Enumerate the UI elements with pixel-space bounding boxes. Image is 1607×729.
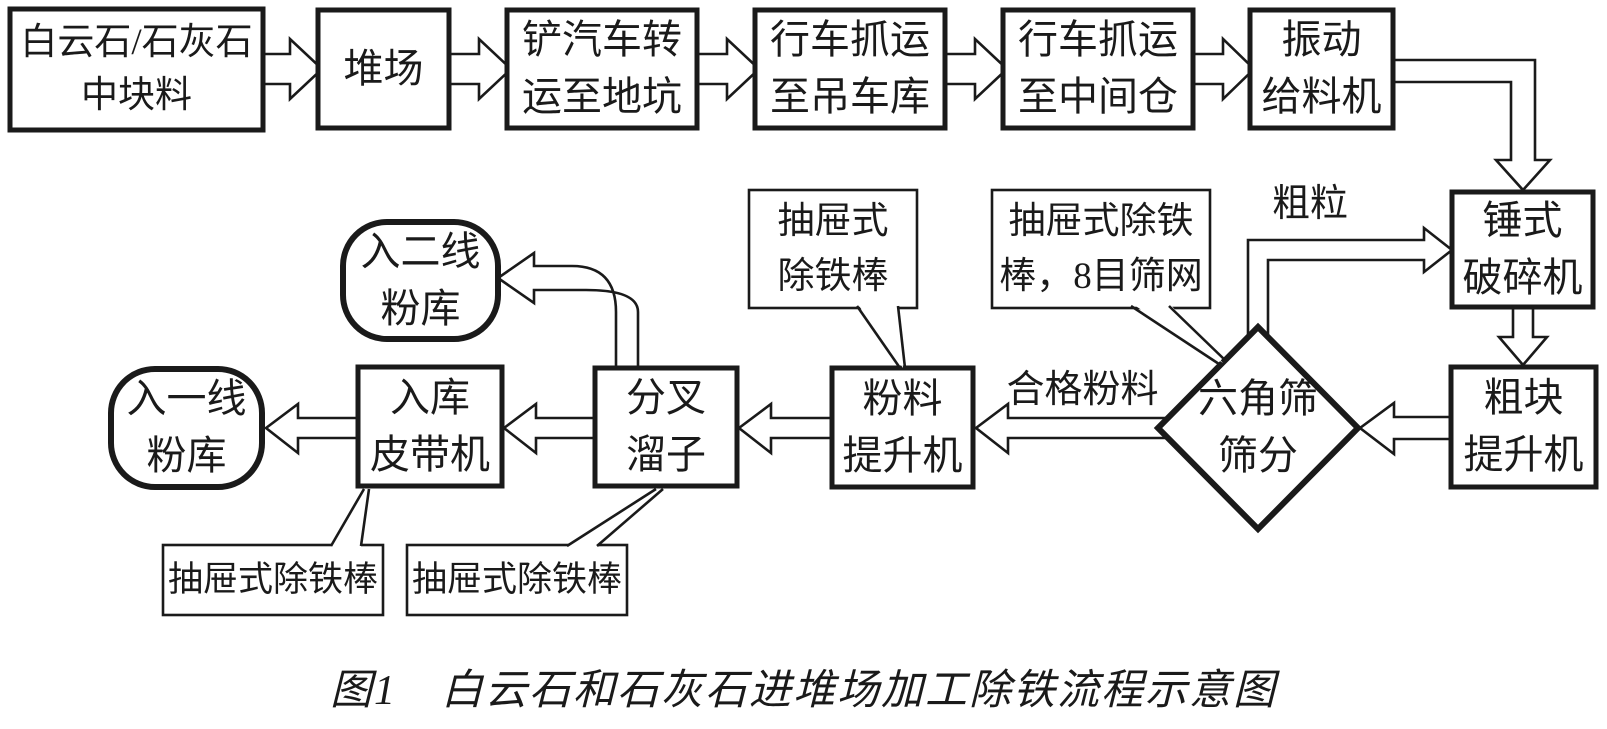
arrow-crusher-to-coarse-elevator: [1496, 301, 1550, 367]
arrow-powder-elevator-to-chute: [736, 401, 838, 456]
node-vibrating-feeder: [1247, 7, 1396, 131]
node-crane-to-bin: [1000, 7, 1196, 131]
node-raw-material: [7, 6, 266, 133]
callout-powder-elevator-note: [747, 188, 919, 310]
callout-tail-powder-elevator: [857, 303, 903, 368]
arrow-raw-to-stockyard: [259, 35, 324, 103]
node-hammer-crusher: [1449, 189, 1596, 310]
callout-hex-screen-note: [990, 188, 1212, 310]
node-line1-silo: [108, 366, 265, 490]
node-crane-to-garage: [752, 7, 948, 131]
arrow-crane2-to-feeder: [1189, 35, 1256, 103]
arrow-stockyard-to-shovel: [445, 35, 513, 103]
node-hex-screen-diamond: [1153, 322, 1363, 534]
node-stockyard: [315, 7, 452, 131]
callout-chute-note: [405, 543, 629, 617]
node-line2-silo: [340, 219, 501, 342]
callout-tail-line: [596, 488, 664, 547]
arrow-coarse-elevator-to-screen: [1357, 400, 1457, 457]
arrow-shovel-to-crane1: [693, 35, 761, 103]
node-coarse-elevator: [1448, 364, 1599, 490]
callout-tail-line: [329, 488, 366, 547]
callout-tail-line: [1130, 304, 1220, 366]
callout-belt-note: [161, 543, 385, 617]
callout-tail-line: [359, 488, 371, 547]
arrow-crane1-to-crane2: [941, 35, 1009, 103]
callout-tail-line: [566, 487, 657, 548]
connector-feeder-to-crusher: [1389, 58, 1553, 192]
callout-tail-line: [896, 305, 907, 369]
callout-tail-line: [1168, 305, 1227, 362]
callout-tail-line: [855, 305, 902, 369]
connector-chute-to-line2-silo: [495, 250, 640, 374]
figure-caption: 图1 白云石和石灰石进堆场加工除铁流程示意图: [329, 667, 1277, 714]
arrow-chute-to-belt: [501, 401, 602, 456]
node-shovel-truck: [504, 7, 700, 131]
node-warehouse-belt: [355, 364, 505, 489]
arrow-belt-to-line1-silo: [263, 401, 364, 456]
callout-tail-hex-screen: [1131, 303, 1223, 363]
arrow-screen-to-powder-elevator: [973, 401, 1187, 456]
connector-screen-to-crusher-coarse: [1246, 225, 1455, 352]
node-powder-elevator: [829, 365, 976, 490]
node-fork-chute: [592, 365, 740, 489]
